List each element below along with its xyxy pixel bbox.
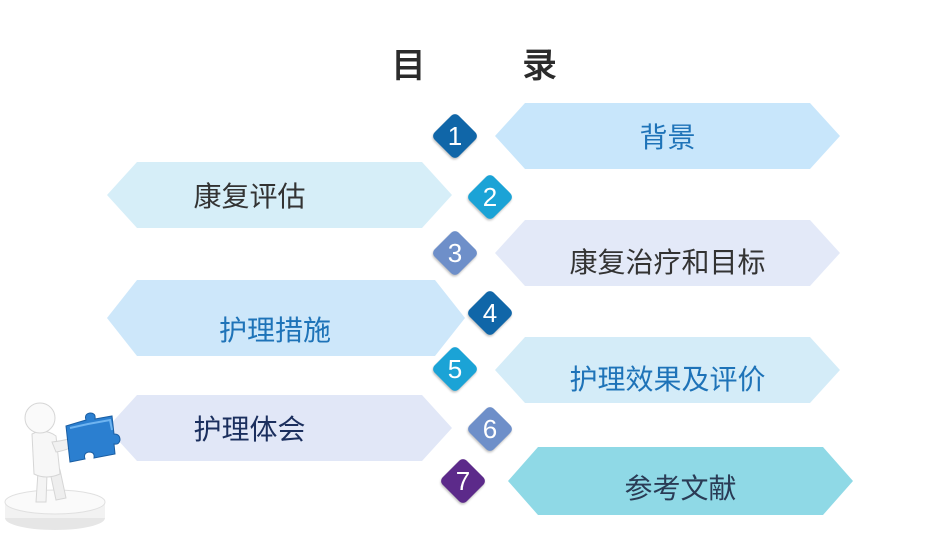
toc-item-6-label: 护理体会 <box>193 413 306 446</box>
toc-item-3-label: 康复治疗和目标 <box>569 246 766 279</box>
banner-shape <box>508 447 853 515</box>
title-part-1: 目 <box>391 46 428 86</box>
banner-shape <box>107 395 452 461</box>
toc-item-7-label: 参考文献 <box>624 472 737 505</box>
toc-item-1-number: 1 <box>430 111 480 161</box>
banner-shape <box>107 162 452 228</box>
toc-item-4-label: 护理措施 <box>218 314 331 347</box>
toc-item-7-number: 7 <box>438 456 488 506</box>
banner-shape <box>495 337 840 403</box>
person-with-puzzle-piece-icon <box>4 402 121 530</box>
banner-shape <box>495 103 840 169</box>
page-title: 目录 <box>0 38 950 87</box>
title-part-2: 录 <box>522 46 559 86</box>
toc-item-3-number: 3 <box>430 228 480 278</box>
toc-item-5-number: 5 <box>430 344 480 394</box>
toc-item-2-number: 2 <box>465 172 515 222</box>
toc-item-6-banner[interactable]: 护理体会 <box>107 395 452 461</box>
toc-item-1-label: 背景 <box>639 121 696 154</box>
toc-item-2-label: 康复评估 <box>193 180 306 213</box>
toc-item-7-banner[interactable]: 参考文献 <box>508 447 853 515</box>
toc-item-4-banner[interactable]: 护理措施 <box>107 280 465 356</box>
toc-item-3-banner[interactable]: 康复治疗和目标 <box>495 220 840 286</box>
toc-item-2-banner[interactable]: 康复评估 <box>107 162 452 228</box>
toc-item-5-label: 护理效果及评价 <box>569 363 766 396</box>
toc-item-1-banner[interactable]: 背景 <box>495 103 840 169</box>
banner-shape <box>107 280 465 356</box>
banner-shape <box>495 220 840 286</box>
toc-item-5-banner[interactable]: 护理效果及评价 <box>495 337 840 403</box>
toc-item-6-number: 6 <box>465 404 515 454</box>
toc-item-4-number: 4 <box>465 288 515 338</box>
